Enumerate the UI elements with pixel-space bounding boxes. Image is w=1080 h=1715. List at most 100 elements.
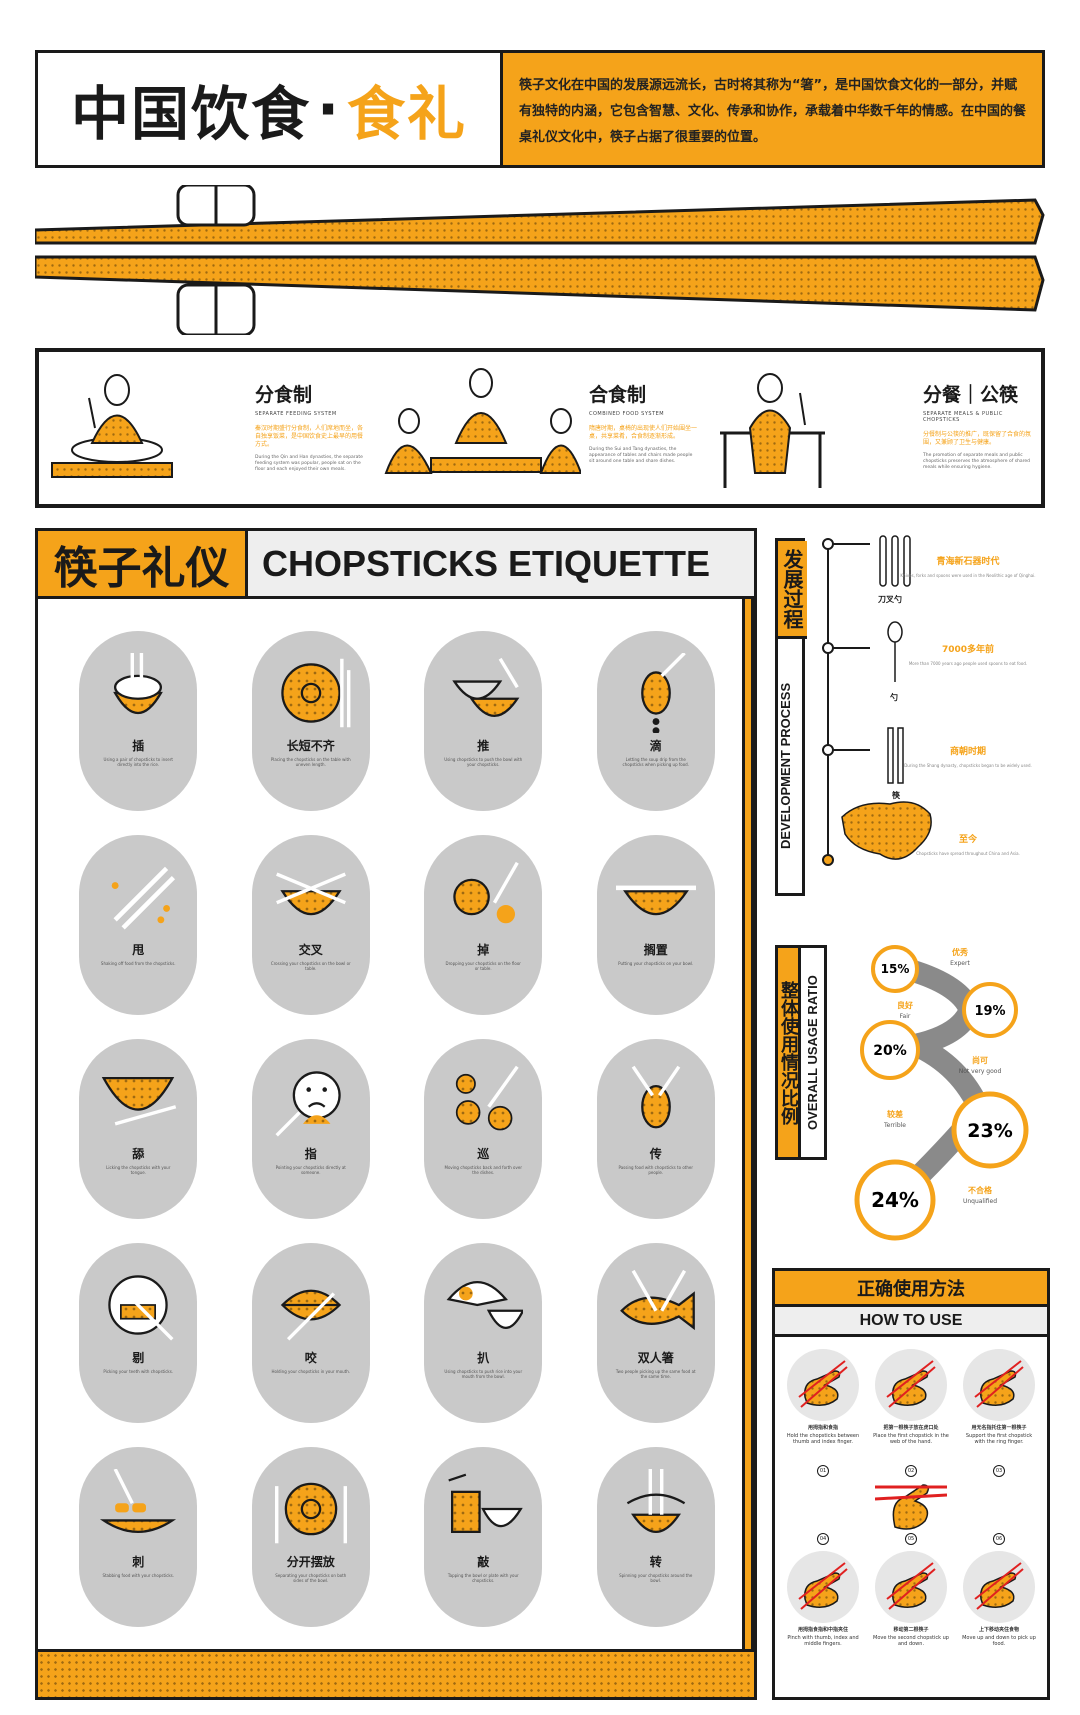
etiquette-name: 扒 [477, 1351, 490, 1365]
etiquette-desc: Placing the chopsticks on the table with… [270, 757, 351, 767]
usage-ratio-chart: 15% 19% 20% 23% 24% 优秀 Expert 良好 Fair 尚可… [854, 945, 1029, 1241]
ratio-bubble [854, 1159, 936, 1241]
system-subtitle: SEPARATE MEALS & PUBLIC CHOPSTICKS [923, 411, 1003, 423]
hand-icon [787, 1551, 859, 1623]
etiquette-card: 长短不齐 Placing the chopsticks on the table… [251, 631, 370, 811]
etiquette-icon [274, 1482, 347, 1544]
ratio-en: Not very good [959, 1068, 1002, 1075]
system-title: 分餐｜公筷 [923, 384, 1019, 406]
side-stripe [742, 599, 754, 1655]
etiquette-icon [111, 866, 176, 930]
timeline-item: 至今 Chopsticks have spread throughout Chi… [888, 832, 1048, 857]
system-text: 分食制 SEPARATE FEEDING SYSTEM 秦汉时期盛行分食制，人们… [255, 380, 365, 473]
separate-feeding-illustration [51, 374, 173, 478]
system-subtitle: COMBINED FOOD SYSTEM [589, 411, 665, 417]
etiquette-header: 筷子礼仪 CHOPSTICKS ETIQUETTE [38, 531, 754, 599]
ratio-en: Terrible [883, 1122, 906, 1129]
etiquette-icon [640, 653, 686, 733]
timeline-title: 至今 [958, 835, 977, 845]
etiquette-card: 巡 Moving chopsticks back and forth over … [424, 1039, 543, 1219]
howto-title-cn: 正确使用方法 [775, 1271, 1047, 1307]
timeline-label: 勺 [890, 693, 898, 702]
etiquette-card: 滴 Letting the soup drip from the chopsti… [596, 631, 715, 811]
ratio-pct: 20% [873, 1043, 907, 1059]
timeline-label: 刀叉勺 [878, 595, 902, 604]
ratio-cn: 不合格 [968, 1185, 993, 1195]
etiquette-desc: Two people picking up the same food at t… [615, 1369, 696, 1379]
etiquette-icon [100, 1469, 177, 1533]
etiquette-icon [615, 885, 696, 916]
timeline-item: 商朝时期 During the Shang dynasty, chopstick… [888, 744, 1048, 769]
etiquette-card: 敲 Tapping the bowl or plate with your ch… [424, 1447, 543, 1627]
etiquette-name: 舔 [132, 1147, 145, 1161]
system-en-desc: The promotion of separate meals and publ… [923, 453, 1031, 470]
etiquette-card: 指 Pointing your chopsticks directly at s… [251, 1039, 370, 1219]
system-cn-desc: 分餐制与公筷的推广，既保留了合食的氛围，又兼顾了卫生与健康。 [923, 431, 1032, 446]
system-subtitle: SEPARATE FEEDING SYSTEM [255, 411, 337, 417]
ratio-en: Fair [900, 1013, 911, 1020]
hand-icon [963, 1349, 1035, 1421]
ratio-cn: 尚可 [972, 1055, 988, 1065]
etiquette-desc: Moving chopsticks back and forth over th… [444, 1165, 522, 1175]
feeding-systems: 分食制 SEPARATE FEEDING SYSTEM 秦汉时期盛行分食制，人们… [35, 348, 1045, 508]
etiquette-name: 巡 [477, 1147, 490, 1161]
ratio-pct: 23% [967, 1120, 1012, 1142]
etiquette-desc: Pointing your chopsticks directly at som… [275, 1165, 346, 1175]
timeline-desc: More than 7000 years ago people used spo… [908, 661, 1028, 666]
etiquette-desc: Using chopsticks to push the bowl with y… [444, 757, 523, 767]
chopsticks-banner [35, 185, 1045, 335]
etiquette-card: 扒 Using chopsticks to push rice into you… [424, 1243, 543, 1423]
development-label: 发展过程 DEVELOPMENT PROCESS [775, 538, 807, 896]
etiquette-card: 搁置 Putting your chopsticks on your bowl. [596, 835, 715, 1015]
ratio-pct: 24% [871, 1188, 919, 1212]
ratio-bubble [860, 1020, 920, 1080]
etiquette-desc: Holding your chopsticks in your mouth. [271, 1369, 351, 1374]
etiquette-card: 交叉 Crossing your chopsticks on the bowl … [251, 835, 370, 1015]
spoon-icon [887, 621, 903, 682]
step-number: 06 [993, 1533, 1005, 1545]
page-title: 中国饮食 · 食礼 [38, 53, 503, 165]
etiquette-icon [626, 1469, 685, 1533]
etiquette-name: 刺 [132, 1555, 145, 1569]
chopsticks-icon [887, 727, 904, 784]
hand-icon [875, 1349, 947, 1421]
etiquette-icon [102, 1077, 177, 1126]
system-title: 分食制 [255, 384, 313, 406]
etiquette-desc: Using chopsticks to push rice into your … [444, 1369, 523, 1379]
timeline-label: 筷 [892, 791, 900, 800]
etiquette-title-cn: 筷子礼仪 [38, 531, 248, 596]
etiquette-card: 剔 Picking your teeth with chopsticks. [79, 1243, 198, 1423]
etiquette-desc: Using a pair of chopsticks to insert dir… [103, 757, 173, 767]
etiquette-desc: Dropping your chopsticks on the floor or… [445, 961, 521, 971]
etiquette-icon [281, 658, 351, 728]
timeline-title: 商朝时期 [949, 747, 986, 757]
etiquette-desc: Letting the soup drip from the chopstick… [622, 757, 689, 767]
ratio-bubble [951, 1091, 1029, 1169]
etiquette-name: 双人箸 [637, 1351, 674, 1365]
etiquette-card: 刺 Stabbing food with your chopsticks. [79, 1447, 198, 1627]
etiquette-name: 搁置 [643, 943, 668, 957]
title-accent: 食礼 [347, 80, 468, 148]
system-combined: 合食制 COMBINED FOOD SYSTEM 隋唐时期，桌椅的出现使人们开始… [373, 352, 707, 504]
system-text: 分餐｜公筷 SEPARATE MEALS & PUBLIC CHOPSTICKS… [923, 380, 1033, 471]
usage-label: 整体使用情况比例 OVERALL USAGE RATIO [775, 945, 827, 1160]
hand-icon [875, 1551, 947, 1623]
howto-step-en: Move the second chopstick up and down. [873, 1635, 949, 1647]
howto-title-en: HOW TO USE [775, 1307, 1047, 1337]
china-map-icon [841, 801, 932, 860]
etiquette-desc: Putting your chopsticks on your bowl. [618, 961, 694, 966]
knife-fork-spoon-icon [879, 535, 911, 587]
howto-step-en: Support the first chopstick with the rin… [965, 1433, 1033, 1445]
system-title: 合食制 [589, 384, 647, 406]
etiquette-name: 长短不齐 [286, 739, 335, 753]
etiquette-card: 分开摆放 Separating your chopsticks on both … [251, 1447, 370, 1627]
ratio-bubble [871, 945, 919, 993]
usage-label-en: OVERALL USAGE RATIO [805, 975, 820, 1130]
etiquette-desc: Shaking off food from the chopsticks. [100, 961, 176, 966]
timeline-desc: Chopsticks have spread throughout China … [916, 851, 1020, 856]
etiquette-name: 甩 [132, 943, 145, 957]
